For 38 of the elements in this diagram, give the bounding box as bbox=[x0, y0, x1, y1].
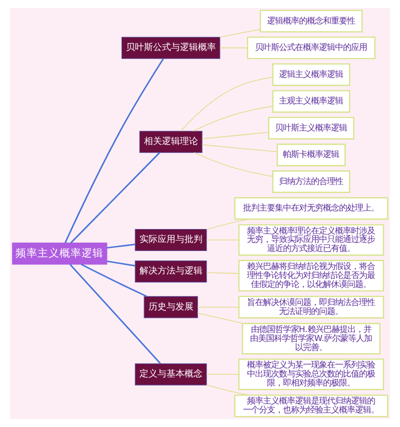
connector bbox=[64, 58, 164, 244]
node-box: 定义与基本概念 bbox=[134, 363, 207, 386]
node-box: 主观主义概率逻辑 bbox=[272, 90, 350, 113]
connector bbox=[70, 152, 160, 244]
connector bbox=[106, 260, 136, 267]
node-box: 概率被定义为某一现象在一系列实验中出现次数与实验总次数的比值的极限，即相对频率的极限。 bbox=[238, 358, 384, 390]
node-box: 贝叶斯主义概率逻辑 bbox=[268, 116, 354, 140]
node-box: 由德国哲学家H.赖兴巴赫提出，并由美国科学哲学家W.萨尔蒙等人加以完善。 bbox=[242, 322, 380, 354]
connector bbox=[219, 47, 248, 48]
connector bbox=[69, 264, 161, 364]
node-box: 旨在解决休谟问题，即归纳法合理性无法证明的问题。 bbox=[238, 296, 384, 318]
node-box: 批判主要集中在对无穷概念的处理上。 bbox=[234, 197, 388, 220]
node-box: 逻辑主义概率逻辑 bbox=[272, 63, 350, 86]
node-box: 频率主义概率逻辑 bbox=[12, 242, 108, 265]
node-box: 逻辑概率的概念和重要性 bbox=[260, 10, 363, 32]
node-box: 贝叶斯公式与逻辑概率 bbox=[122, 36, 220, 59]
connector bbox=[180, 76, 274, 132]
node-box: 解决方法与逻辑 bbox=[134, 260, 207, 282]
node-box: 历史与发展 bbox=[144, 296, 198, 318]
node-box: 频率主义概率理论在定义概率时涉及无穷，导致实际应用中只能通过逐步逼近的方式接近已有值。 bbox=[238, 224, 384, 256]
connector bbox=[202, 144, 278, 152]
connector bbox=[220, 29, 261, 38]
node-box: 相关逻辑理论 bbox=[139, 130, 202, 153]
node-box: 贝叶斯公式在概率逻辑中的应用 bbox=[246, 36, 376, 60]
connector bbox=[206, 272, 240, 274]
connector bbox=[197, 306, 240, 308]
node-box: 帕斯卡概率逻辑 bbox=[276, 144, 346, 166]
connector bbox=[192, 106, 274, 132]
node-box: 实际应用与批判 bbox=[134, 228, 207, 251]
connector bbox=[197, 312, 244, 324]
connector bbox=[194, 152, 274, 177]
node-box: 归纳方法的合理性 bbox=[272, 170, 350, 193]
node-box: 频率主义概率逻辑是现代归纳逻辑的一个分支，也称为经验主义概率逻辑。 bbox=[234, 394, 388, 418]
connector bbox=[106, 244, 136, 249]
connector bbox=[206, 374, 240, 375]
connector bbox=[202, 132, 270, 140]
connector bbox=[80, 264, 148, 298]
node-box: 赖兴巴赫将归纳结论视为假设，将合理性争论转化为对归纳结论是否为最佳假定的争论，以化解休谟问题。 bbox=[238, 260, 384, 292]
